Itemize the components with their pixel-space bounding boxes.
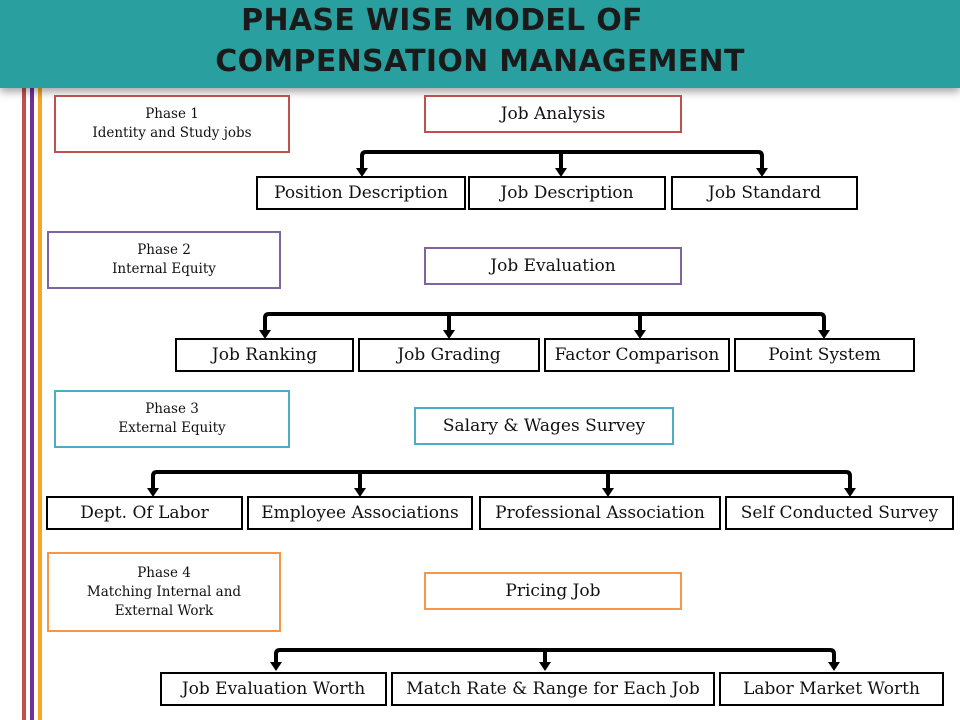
phase-3-bracket — [151, 470, 852, 490]
page-title-line-1: PHASE WISE MODEL OF — [241, 3, 643, 38]
decor-stripe-purple — [30, 0, 34, 720]
employee-associations-box: Employee Associations — [247, 496, 473, 530]
page-title-line-2: COMPENSATION MANAGEMENT — [215, 44, 745, 79]
phase-1-box: Phase 1 Identity and Study jobs — [54, 95, 290, 153]
job-analysis-box: Job Analysis — [424, 95, 682, 133]
phase-2-box: Phase 2 Internal Equity — [47, 231, 281, 289]
decor-stripe-red — [22, 0, 26, 720]
phase-2-label: Phase 2 — [137, 242, 191, 258]
job-grading-box: Job Grading — [358, 338, 540, 372]
phase-3-label: Phase 3 — [145, 401, 199, 417]
decor-stripe-orange — [38, 0, 42, 720]
position-description-box: Position Description — [256, 176, 466, 210]
salary-wages-survey-box: Salary & Wages Survey — [414, 407, 674, 445]
phase-1-subtitle: Identity and Study jobs — [92, 125, 252, 141]
pricing-job-box: Pricing Job — [424, 572, 682, 610]
title-banner: PHASE WISE MODEL OF COMPENSATION MANAGEM… — [0, 0, 960, 88]
job-ranking-box: Job Ranking — [175, 338, 354, 372]
phase-2-subtitle: Internal Equity — [112, 261, 216, 277]
phase-2-bracket — [263, 312, 826, 332]
factor-comparison-box: Factor Comparison — [544, 338, 730, 372]
phase-4-box: Phase 4 Matching Internal and External W… — [47, 552, 281, 632]
job-description-box: Job Description — [468, 176, 666, 210]
labor-market-worth-box: Labor Market Worth — [719, 672, 944, 706]
match-rate-range-box: Match Rate & Range for Each Job — [391, 672, 715, 706]
job-standard-box: Job Standard — [671, 176, 858, 210]
dept-of-labor-box: Dept. Of Labor — [46, 496, 243, 530]
phase-4-subtitle-line-2: External Work — [114, 602, 214, 619]
point-system-box: Point System — [734, 338, 915, 372]
job-evaluation-worth-box: Job Evaluation Worth — [160, 672, 387, 706]
phase-4-label: Phase 4 — [137, 564, 191, 581]
professional-association-box: Professional Association — [479, 496, 721, 530]
job-evaluation-box: Job Evaluation — [424, 247, 682, 285]
arrow-4a — [270, 662, 282, 671]
phase-4-bracket — [274, 648, 836, 664]
phase-4-subtitle-line-1: Matching Internal and — [86, 583, 242, 600]
arrow-4c — [828, 662, 840, 671]
self-conducted-survey-box: Self Conducted Survey — [725, 496, 954, 530]
arrow-4b — [539, 662, 551, 671]
phase-3-box: Phase 3 External Equity — [54, 390, 290, 448]
phase-1-label: Phase 1 — [145, 106, 199, 122]
phase-1-bracket — [360, 150, 764, 170]
phase-3-subtitle: External Equity — [118, 420, 226, 436]
